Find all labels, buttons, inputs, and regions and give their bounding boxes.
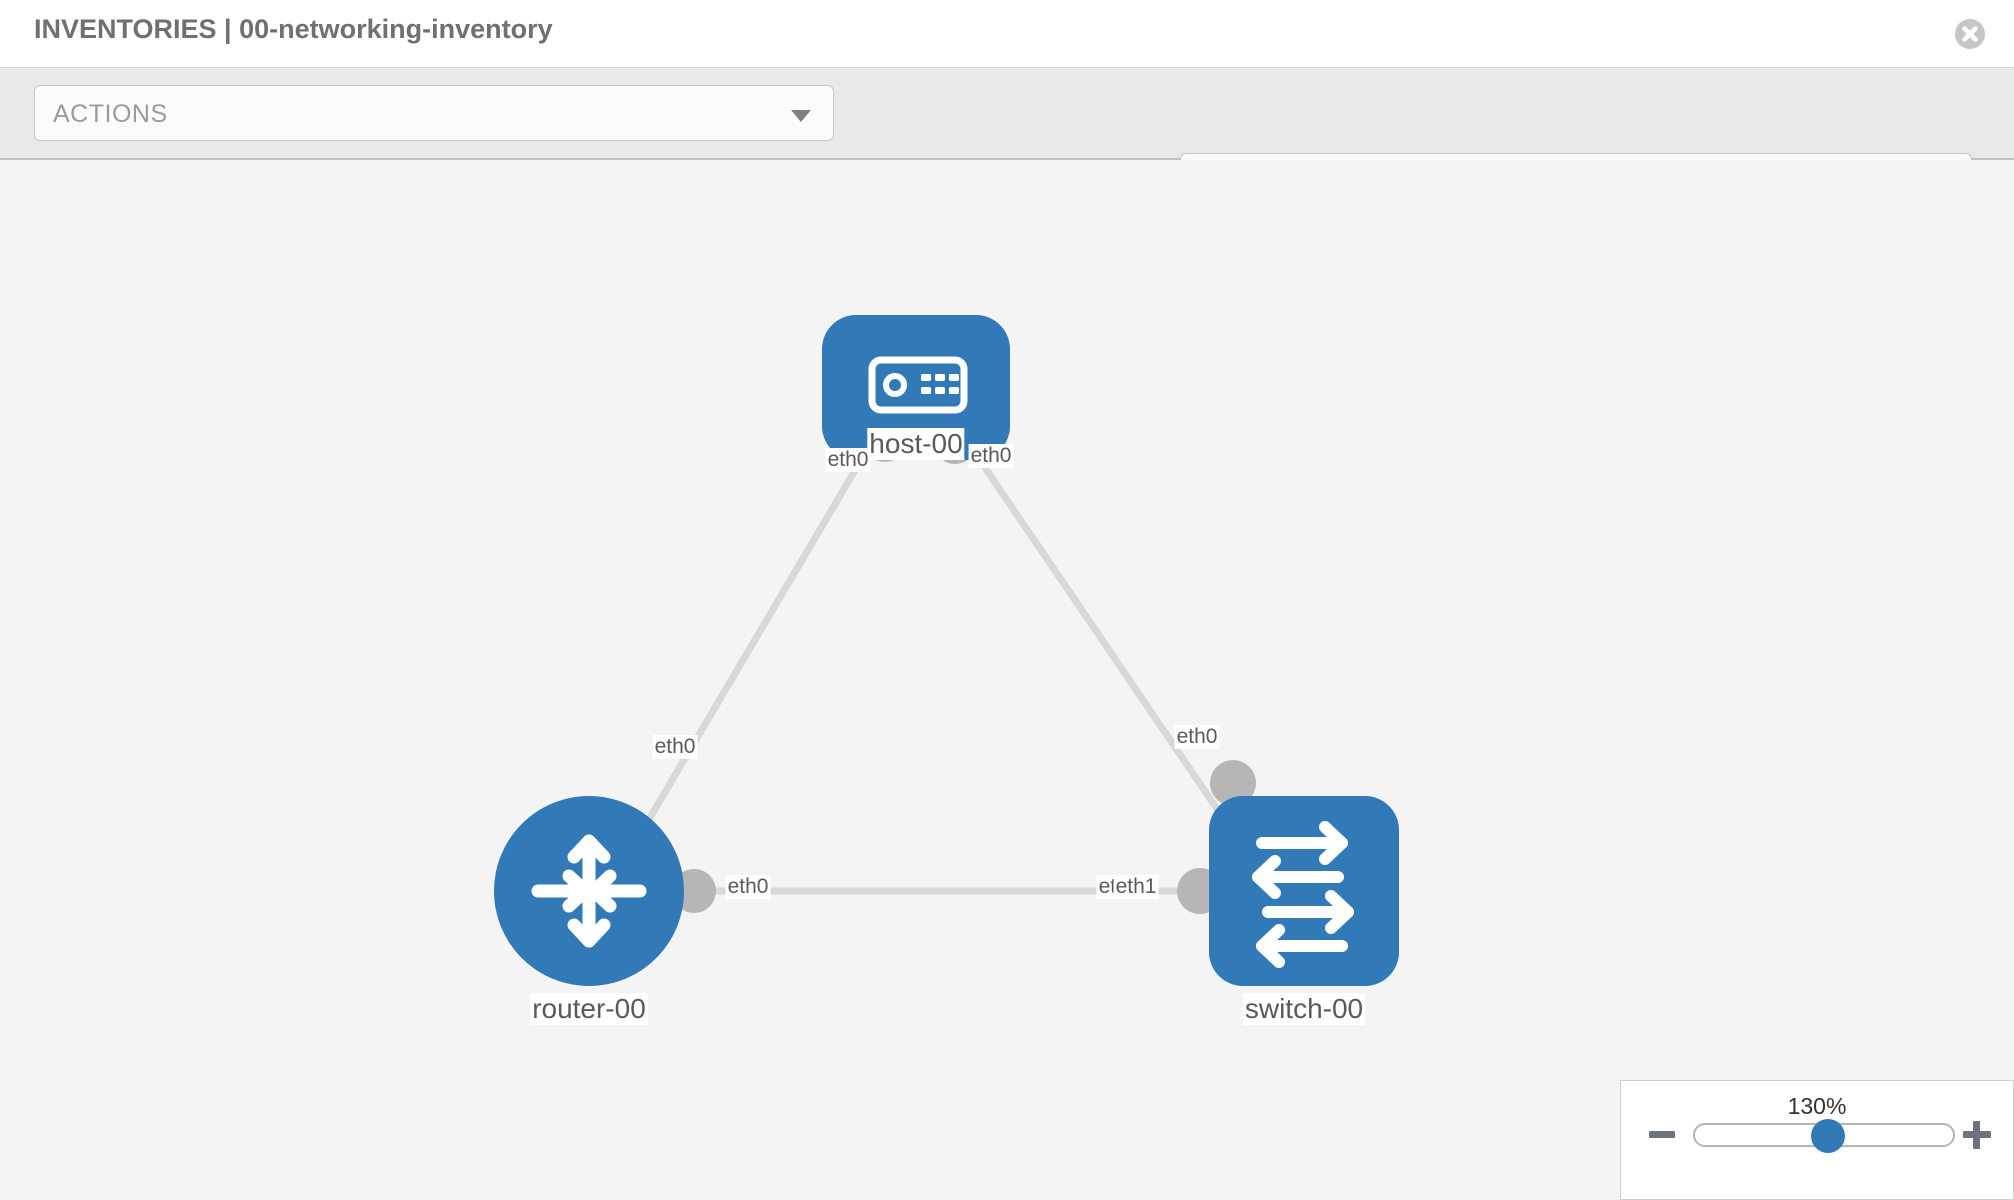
close-icon[interactable] [1954, 18, 1986, 50]
edge-label-host00-eth0-left: eth0 [825, 448, 871, 472]
actions-dropdown-label: ACTIONS [53, 100, 168, 128]
edge-label-switch00-eth0-up: eth0 [1174, 725, 1220, 749]
node-switch-00[interactable] [1209, 796, 1399, 986]
graph-connectors [672, 418, 1256, 914]
actions-dropdown[interactable]: ACTIONS [34, 85, 834, 141]
edge-label-router00-eth0-right: eth0 [725, 875, 771, 899]
chevron-down-icon [791, 110, 811, 122]
graph-edges [621, 426, 1248, 895]
zoom-slider-track[interactable] [1693, 1119, 1955, 1153]
edge-host00-router00 [621, 426, 884, 862]
router-four-arrows-icon [531, 834, 647, 948]
topology-graph [494, 315, 1399, 986]
plus-icon[interactable] [1963, 1121, 1991, 1149]
node-label-router-00: router-00 [530, 993, 648, 1025]
edge-label-switch00-eth1-left: eth1 [1113, 875, 1159, 899]
node-host-00[interactable] [822, 315, 1010, 460]
toolbar: ACTIONS SEARCH [0, 68, 2014, 209]
zoom-slider-thumb[interactable] [1811, 1119, 1846, 1153]
edge-label-host00-eth0-right: eth0 [968, 444, 1014, 468]
minus-icon[interactable] [1649, 1131, 1675, 1138]
edge-label-router00-eth0-up: eth0 [652, 735, 698, 759]
server-appliance-icon [868, 356, 968, 414]
edge-host00-switch00 [955, 426, 1248, 852]
node-router-00[interactable] [494, 796, 684, 986]
topology-canvas[interactable]: host-00 router-00 switch-00 eth0 eth0 et… [0, 160, 2014, 1200]
zoom-level-value: 130% [1787, 1093, 1847, 1119]
node-label-host-00: host-00 [867, 428, 965, 460]
page-header: INVENTORIES | 00-networking-inventory [0, 0, 2014, 68]
page-title: INVENTORIES | 00-networking-inventory [34, 14, 553, 44]
switch-bidirectional-arrows-icon [1252, 821, 1354, 968]
connector-nub [1210, 760, 1256, 806]
node-label-switch-00: switch-00 [1242, 993, 1366, 1025]
zoom-control-panel: 130% [1620, 1080, 2014, 1200]
